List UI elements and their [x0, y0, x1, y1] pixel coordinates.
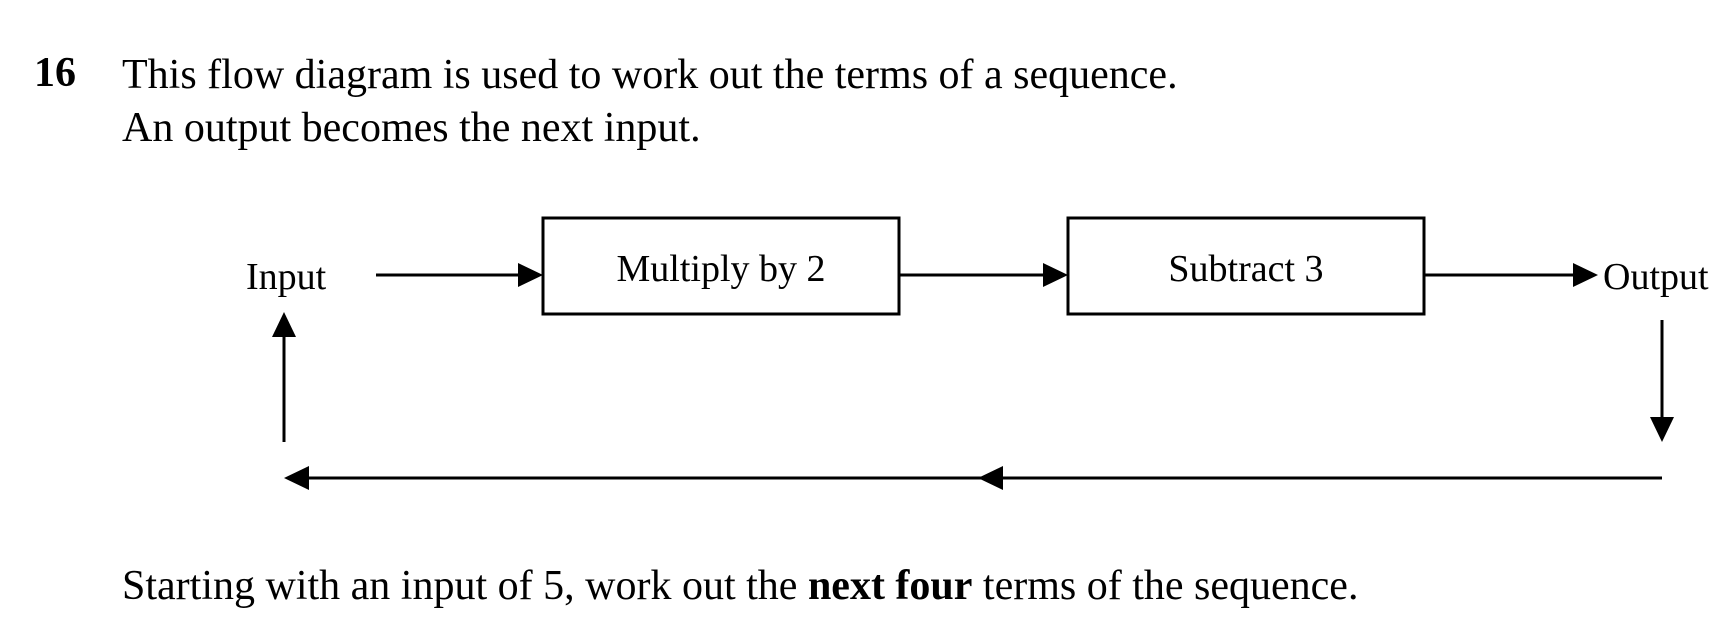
input-label: Input	[246, 256, 327, 298]
subtract-box-label: Subtract 3	[1168, 248, 1323, 290]
output-label: Output	[1603, 256, 1709, 298]
multiply-box-label: Multiply by 2	[616, 248, 825, 290]
task-prefix: Starting with an input of 5, work out th…	[122, 563, 808, 609]
question-number: 16	[34, 50, 76, 96]
arrow-up-to-input	[272, 312, 296, 442]
arrow-subtract-to-output	[1424, 263, 1598, 287]
arrow-input-to-multiply	[376, 263, 543, 287]
arrow-output-down	[1650, 320, 1674, 442]
intro-line-1: This flow diagram is used to work out th…	[122, 52, 1178, 98]
arrow-multiply-to-subtract	[899, 263, 1068, 287]
task-instruction: Starting with an input of 5, work out th…	[122, 565, 1358, 607]
intro-line-2: An output becomes the next input.	[122, 105, 701, 151]
multiply-box	[541, 216, 901, 316]
task-suffix: terms of the sequence.	[972, 563, 1359, 609]
subtract-box	[1066, 216, 1426, 316]
task-emphasis: next four	[807, 563, 973, 609]
arrow-return-line	[284, 466, 1662, 490]
